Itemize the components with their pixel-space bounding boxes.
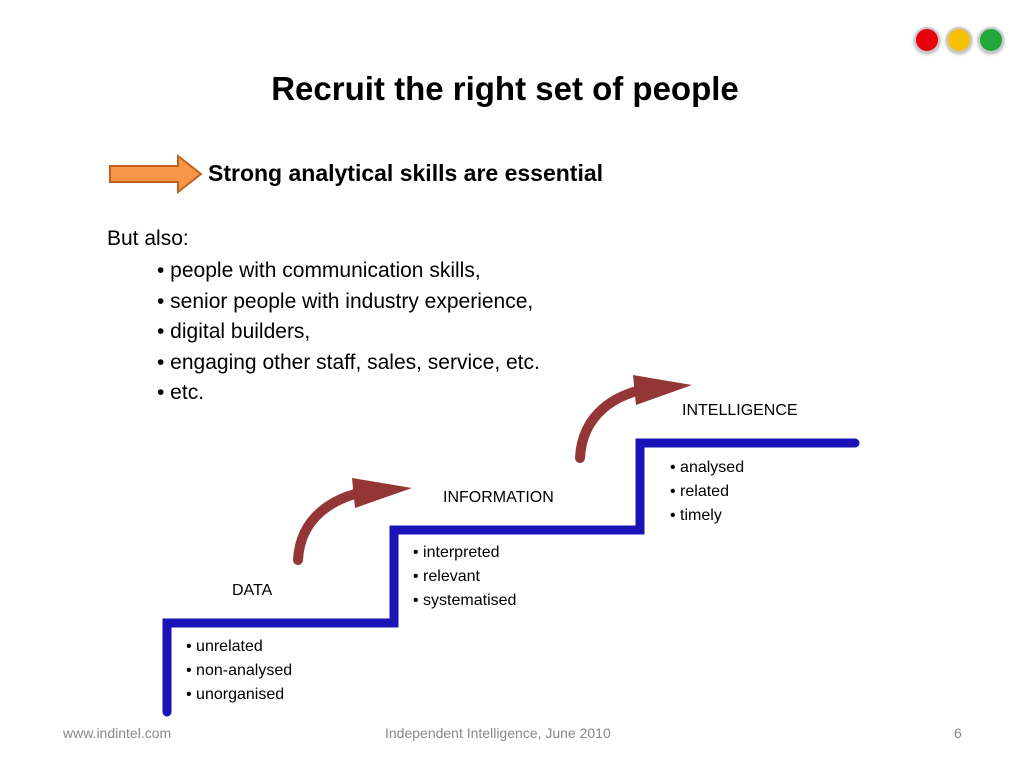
step-label-information: INFORMATION (443, 489, 554, 506)
step-label-data: DATA (232, 582, 273, 599)
list-item: • engaging other staff, sales, service, … (157, 350, 540, 374)
list-item: • relevant (413, 568, 480, 585)
bullet-list: • people with communication skills, • se… (157, 256, 540, 409)
list-item: • etc. (157, 381, 205, 404)
step-list-intelligence: • analysed • related • timely (670, 456, 744, 528)
green-dot-icon (978, 27, 1004, 53)
footer-center: Independent Intelligence, June 2010 (385, 725, 611, 741)
staircase-line (162, 438, 860, 717)
list-item: • non-analysed (186, 662, 293, 679)
curved-arrow-icon (293, 478, 412, 565)
arrow-right-icon (109, 154, 203, 194)
list-item: • unrelated (186, 638, 263, 655)
step-label-intelligence: INTELLIGENCE (682, 402, 798, 419)
page-number: 6 (954, 725, 962, 741)
yellow-dot-icon (946, 27, 972, 53)
status-indicator (914, 27, 1010, 57)
curved-arrow-icon (575, 375, 692, 463)
step-list-data: • unrelated • non-analysed • unorganised (186, 635, 292, 707)
intro-text: But also: (107, 227, 189, 250)
list-item: • digital builders, (157, 320, 311, 343)
slide-title: Recruit the right set of people (271, 70, 739, 107)
footer-website: www.indintel.com (63, 725, 172, 741)
list-item: • senior people with industry experience… (157, 289, 534, 313)
list-item: • related (670, 483, 729, 500)
list-item: • timely (670, 507, 722, 524)
step-list-information: • interpreted • relevant • systematised (413, 541, 516, 613)
list-item: • people with communication skills, (157, 259, 481, 282)
list-item: • analysed (670, 459, 745, 476)
red-dot-icon (914, 27, 940, 53)
highlight-text: Strong analytical skills are essential (208, 160, 604, 186)
list-item: • unorganised (186, 686, 285, 703)
list-item: • interpreted (413, 544, 500, 561)
list-item: • systematised (413, 592, 517, 609)
